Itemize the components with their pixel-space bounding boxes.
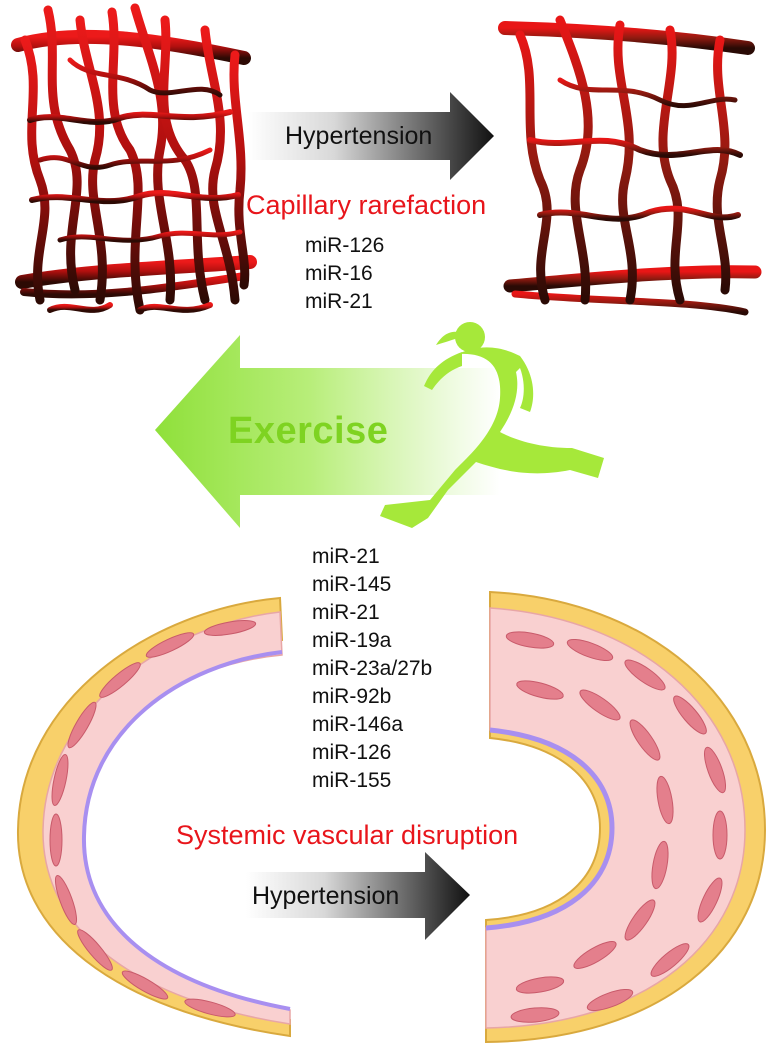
capillary-network-dense-icon xyxy=(11,3,257,315)
hypertension-label-bottom: Hypertension xyxy=(252,882,400,910)
exercise-label: Exercise xyxy=(228,410,389,452)
bottom-mirna-item: miR-155 xyxy=(312,769,392,792)
bottom-mirna-item: miR-23a/27b xyxy=(312,657,433,680)
vessel-cross-section-remodeled-icon xyxy=(485,590,767,1044)
capillary-network-rarefied-icon xyxy=(498,15,762,316)
bottom-mirna-list: miR-21 miR-145 miR-21 miR-19a miR-23a/27… xyxy=(312,543,432,795)
vessel-cross-section-normal-icon xyxy=(16,596,291,1038)
top-mirna-list: miR-126 miR-16 miR-21 xyxy=(305,232,384,316)
top-mirna-item: miR-16 xyxy=(305,262,373,285)
hypertension-label-top: Hypertension xyxy=(285,122,433,150)
bottom-mirna-item: miR-126 xyxy=(312,741,392,764)
bottom-mirna-item: miR-92b xyxy=(312,685,392,708)
top-mirna-item: miR-126 xyxy=(305,234,385,257)
capillary-rarefaction-label: Capillary rarefaction xyxy=(246,190,487,220)
top-mirna-item: miR-21 xyxy=(305,290,373,313)
systemic-vascular-disruption-label: Systemic vascular disruption xyxy=(176,820,519,850)
bottom-mirna-item: miR-145 xyxy=(312,573,392,596)
bottom-mirna-item: miR-19a xyxy=(312,629,392,652)
running-woman-icon xyxy=(380,322,604,528)
exercise-arrow xyxy=(155,335,500,528)
bottom-mirna-item: miR-21 xyxy=(312,545,380,568)
hypertension-arrow-top xyxy=(248,92,494,180)
hypertension-arrow-bottom xyxy=(246,852,470,940)
bottom-mirna-item: miR-21 xyxy=(312,601,380,624)
bottom-mirna-item: miR-146a xyxy=(312,713,404,736)
